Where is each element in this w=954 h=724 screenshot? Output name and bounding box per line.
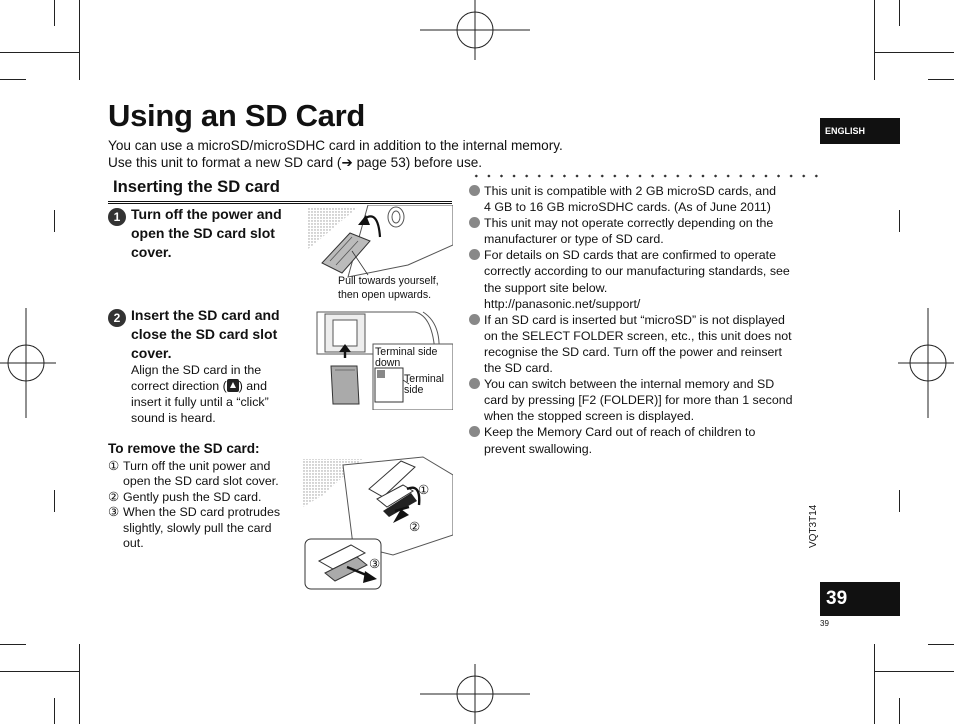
page-number-tab: 39	[820, 582, 900, 616]
bullet-icon	[469, 185, 480, 196]
list-number: ①	[108, 459, 120, 473]
list-line: open the SD card slot cover.	[123, 474, 279, 489]
terminal-callout-side: Terminal side	[404, 374, 444, 396]
remove-card-illustration	[303, 455, 453, 591]
note-item: Keep the Memory Card out of reach of chi…	[469, 424, 819, 456]
note-item: If an SD card is inserted but “microSD” …	[469, 312, 819, 376]
remove-marker-2: ②	[409, 520, 421, 534]
note-line: This unit is compatible with 2 GB microS…	[484, 184, 776, 198]
callout-line: side	[404, 384, 424, 396]
bullet-icon	[469, 249, 480, 261]
support-url[interactable]: http://panasonic.net/support/	[484, 296, 641, 311]
note-line: For details on SD cards that are confirm…	[484, 248, 777, 263]
list-line: When the SD card protrudes	[123, 505, 281, 520]
callout-line: Terminal side	[375, 346, 438, 358]
note-line: card by pressing [F2 (FOLDER)] for more …	[484, 393, 793, 408]
bullet-icon	[469, 313, 480, 325]
registration-crosshair-icon	[420, 0, 530, 60]
bullet-icon	[469, 217, 480, 229]
note-line: prevent swallowing.	[484, 441, 593, 456]
caption-line: Pull towards yourself,	[338, 275, 439, 287]
body-line-with-icon: correct direction ( ) and	[131, 378, 301, 394]
page-title: Using an SD Card	[108, 98, 366, 133]
registration-crosshair-icon	[0, 308, 56, 418]
dotted-divider	[470, 174, 818, 178]
remove-heading: To remove the SD card:	[108, 441, 260, 456]
footer-page-number: 39	[820, 619, 829, 628]
note-line: when the stopped screen is displayed.	[484, 409, 695, 424]
step-2-heading-line: Insert the SD card and	[131, 307, 280, 323]
terminal-callout-top: Terminal side down	[375, 347, 437, 369]
list-line: Turn off the unit power and	[123, 459, 271, 473]
note-item: This unit may not operate correctly depe…	[469, 215, 819, 247]
step-1-badge: 1	[108, 208, 126, 226]
note-line: correctly according to our manufacturing…	[484, 264, 790, 279]
step-1-caption: Pull towards yourself, then open upwards…	[338, 274, 439, 302]
note-line: If an SD card is inserted but “microSD” …	[484, 312, 785, 327]
registration-crosshair-icon	[898, 308, 954, 418]
body-line: Align the SD card in the	[131, 363, 262, 377]
body-fragment: correct direction (	[131, 379, 227, 393]
caption-line: then open upwards.	[338, 289, 432, 301]
step-2-body: Align the SD card in the correct directi…	[131, 362, 301, 426]
list-number: ③	[108, 505, 120, 520]
step-1-heading-line: cover.	[131, 244, 172, 260]
insert-card-illustration	[305, 306, 453, 410]
step-2-heading-line: cover.	[131, 345, 172, 361]
note-item: This unit is compatible with 2 GB microS…	[469, 183, 819, 215]
remove-marker-3: ③	[369, 557, 381, 571]
list-number: ②	[108, 489, 120, 504]
step-1-heading-line: Turn off the power and	[131, 206, 282, 222]
note-line: the support site below.	[484, 280, 608, 295]
list-line: slightly, slowly pull the card	[123, 520, 272, 535]
bullet-icon	[469, 378, 480, 390]
registration-crosshair-icon	[420, 664, 530, 724]
note-line: You can switch between the internal memo…	[484, 377, 775, 392]
intro-line: Use this unit to format a new SD card (➔…	[108, 155, 483, 170]
note-item: You can switch between the internal memo…	[469, 376, 819, 424]
callout-line: Terminal	[404, 373, 445, 385]
language-tab: ENGLISH	[820, 118, 900, 144]
step-2-badge: 2	[108, 309, 126, 327]
note-line: recognise the SD card. Turn off the powe…	[484, 344, 782, 359]
note-line: the SD card.	[484, 361, 553, 376]
bullet-icon	[469, 426, 480, 438]
open-cover-illustration	[308, 205, 453, 283]
section-heading: Inserting the SD card	[108, 177, 452, 204]
remove-marker-1: ①	[418, 483, 430, 497]
body-fragment: ) and	[238, 379, 267, 393]
step-2-heading-line: close the SD card slot	[131, 326, 278, 342]
up-triangle-icon	[226, 379, 239, 392]
note-item: For details on SD cards that are confirm…	[469, 247, 819, 311]
note-line: 4 GB to 16 GB microSDHC cards. (As of Ju…	[484, 200, 771, 215]
model-code: VQT3T14	[808, 504, 819, 548]
notes-list: This unit is compatible with 2 GB microS…	[469, 183, 819, 457]
body-line: sound is heard.	[131, 411, 216, 425]
note-line: manufacturer or type of SD card.	[484, 232, 664, 247]
note-line: This unit may not operate correctly depe…	[484, 216, 774, 231]
body-line: insert it fully until a “click”	[131, 395, 269, 409]
section-title: Inserting the SD card	[113, 177, 280, 196]
list-item: ③ When the SD card protrudes slightly, s…	[108, 505, 298, 551]
list-line: Gently push the SD card.	[123, 489, 262, 504]
step-1-heading: Turn off the power and open the SD card …	[131, 205, 301, 262]
step-2-heading: Insert the SD card and close the SD card…	[131, 306, 301, 363]
remove-steps: ① Turn off the unit power and open the S…	[108, 459, 298, 551]
list-item: ② Gently push the SD card.	[108, 490, 298, 505]
intro-text: You can use a microSD/microSDHC card in …	[108, 137, 563, 171]
list-line: out.	[123, 536, 144, 551]
step-1-heading-line: open the SD card slot	[131, 225, 275, 241]
note-line: on the SELECT FOLDER screen, etc., this …	[484, 328, 792, 343]
list-item: ① Turn off the unit power and open the S…	[108, 459, 298, 490]
intro-line: You can use a microSD/microSDHC card in …	[108, 138, 563, 153]
callout-line: down	[375, 357, 401, 369]
note-line: Keep the Memory Card out of reach of chi…	[484, 425, 756, 440]
